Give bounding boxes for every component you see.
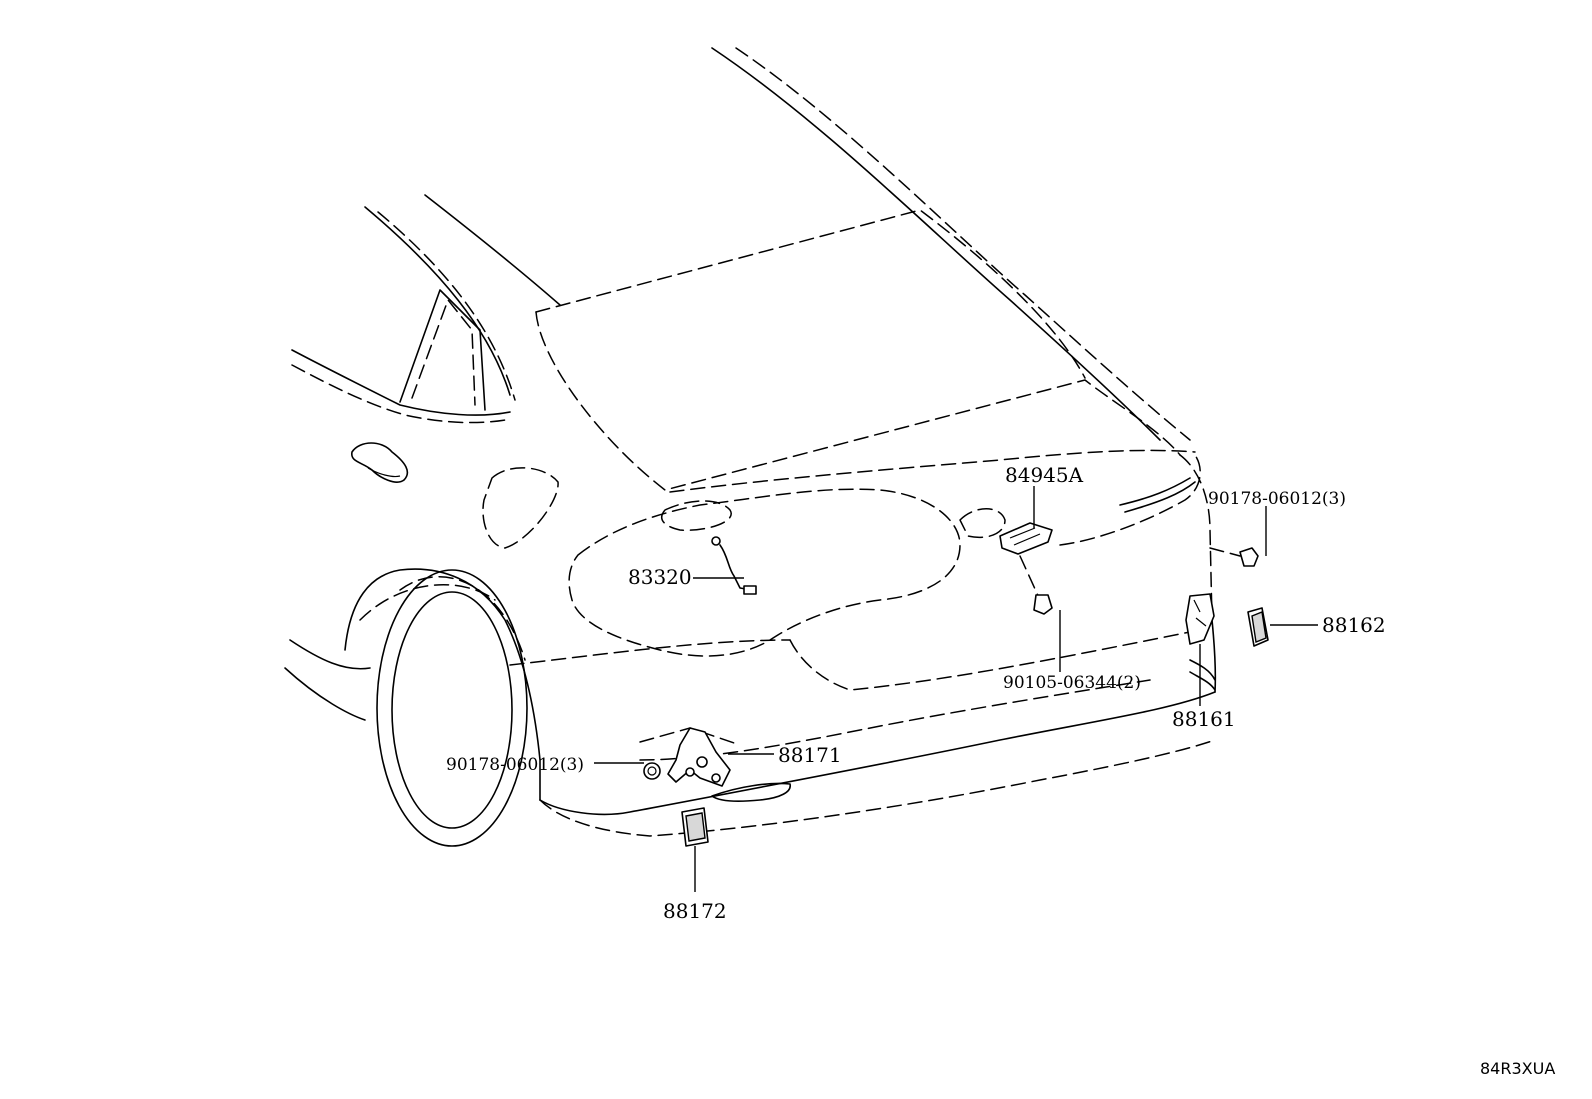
part-88171-bracket bbox=[639, 727, 741, 787]
part-90178-06012-nut-left bbox=[643, 762, 661, 780]
part-88162-sensor bbox=[1247, 607, 1269, 647]
callout-88171: 88171 bbox=[778, 743, 842, 767]
callout-90178-06012-top: 90178-06012(3) bbox=[1208, 489, 1346, 509]
callout-90105-06344: 90105-06344(2) bbox=[1003, 673, 1141, 693]
diagram-code: 84R3XUA bbox=[1480, 1059, 1555, 1078]
callout-88162: 88162 bbox=[1322, 613, 1386, 637]
callout-88161: 88161 bbox=[1172, 707, 1236, 731]
car-body-outline bbox=[284, 47, 1217, 847]
part-88172-unit bbox=[681, 807, 709, 847]
leader-lines bbox=[594, 486, 1318, 892]
part-84945A-switch bbox=[999, 522, 1053, 555]
part-83320-harness bbox=[711, 536, 757, 595]
part-90105-06344-screw bbox=[1019, 555, 1053, 615]
callout-88172: 88172 bbox=[663, 899, 727, 923]
callout-84945A: 84945A bbox=[1005, 463, 1084, 487]
callout-90178-06012-left: 90178-06012(3) bbox=[446, 755, 584, 775]
part-88161-bracket bbox=[1185, 593, 1215, 645]
part-90178-06012-nut-top bbox=[1209, 547, 1259, 567]
callout-83320: 83320 bbox=[628, 565, 692, 589]
